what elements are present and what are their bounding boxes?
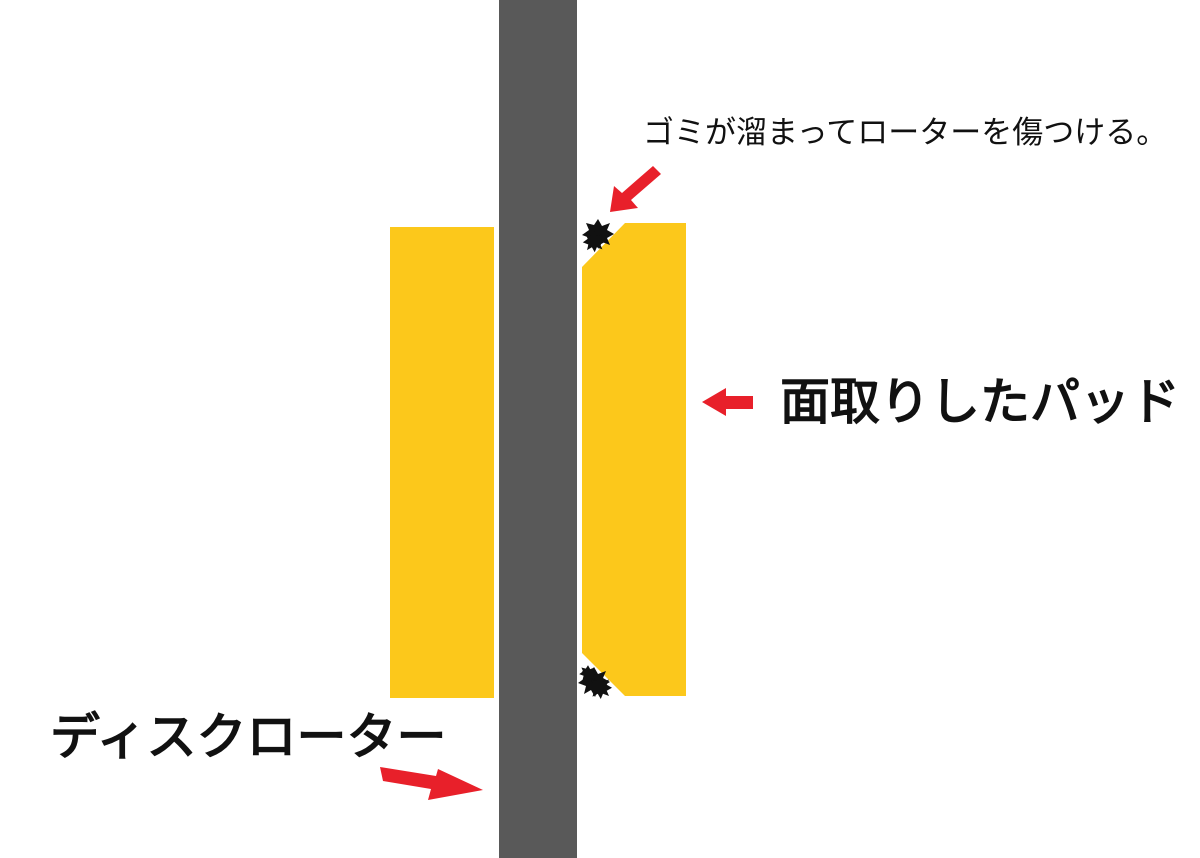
debris-warning-label: ゴミが溜まってローターを傷つける。 — [643, 115, 1168, 151]
pad-arrow-icon — [702, 388, 753, 416]
debris-arrow-icon — [610, 166, 661, 212]
left-pad — [390, 227, 494, 698]
chamfered-pad-label: 面取りしたパッド — [780, 373, 1180, 431]
disc-rotor-label: ディスクローター — [50, 708, 447, 766]
debris-top-icon — [582, 219, 614, 253]
disc-rotor — [499, 0, 577, 858]
chamfered-pad — [582, 223, 686, 696]
rotor-arrow-icon — [380, 767, 483, 800]
debris-bottom-icon — [578, 665, 612, 699]
